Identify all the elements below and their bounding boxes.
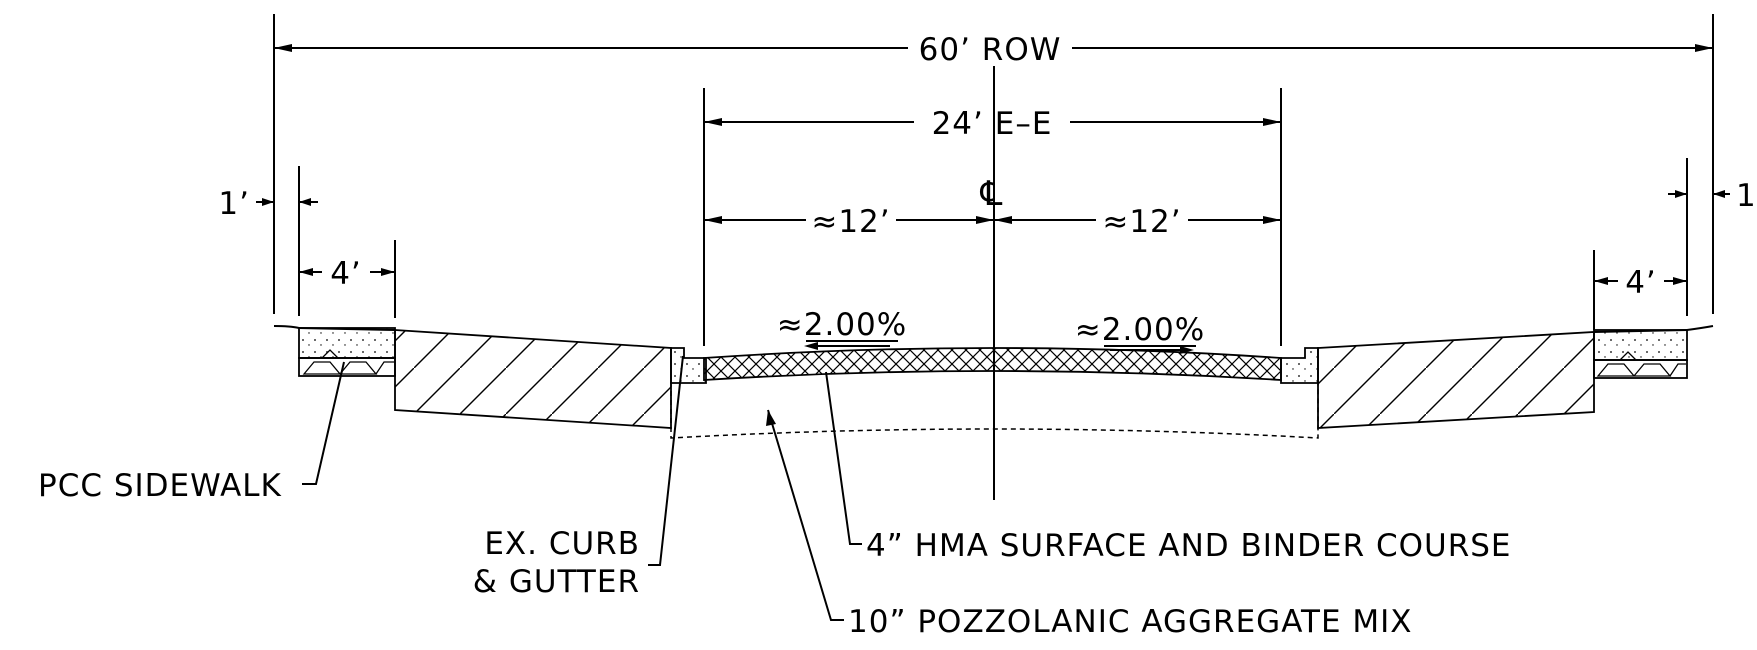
base-label: 10” POZZOLANIC AGGREGATE MIX: [848, 604, 1413, 640]
curb-label-line2: & GUTTER: [473, 564, 640, 600]
curb-label-line1: EX. CURB: [484, 526, 640, 562]
right-lane-dimension: ≈12’: [994, 204, 1281, 240]
right-slope-callout: ≈2.00%: [1075, 312, 1205, 354]
right-lane-label: ≈12’: [1102, 204, 1181, 240]
left-offset-label: 1’: [218, 186, 250, 222]
left-grading-wedge: [394, 329, 672, 429]
left-slope-callout: ≈2.00%: [777, 307, 907, 350]
curb-callout: EX. CURB & GUTTER: [473, 355, 684, 600]
right-sidewalk-label: 4’: [1625, 265, 1657, 301]
centerline-symbol: ℄: [980, 174, 1004, 214]
edge-to-edge-dimension: 24’ E–E: [704, 106, 1281, 142]
right-grading-wedge: [1317, 331, 1595, 429]
left-slope-label: ≈2.00%: [777, 307, 907, 343]
existing-ground-lines: [273, 325, 1714, 333]
edge-to-edge-label: 24’ E–E: [932, 106, 1053, 142]
sidewalk-label: PCC SIDEWALK: [38, 468, 282, 504]
left-offset-dimension: 1’: [218, 186, 318, 222]
right-sidewalk-dimension: 4’: [1594, 265, 1687, 301]
right-pcc-sidewalk: [1593, 329, 1688, 379]
centerline: ℄: [980, 66, 1004, 500]
base-callout: 10” POZZOLANIC AGGREGATE MIX: [766, 409, 1413, 640]
right-curb-gutter: [1280, 347, 1319, 384]
left-sidewalk-label: 4’: [330, 256, 362, 292]
row-label: 60’ ROW: [919, 32, 1062, 68]
extension-lines: [273, 14, 1714, 346]
row-dimension: 60’ ROW: [274, 32, 1713, 68]
surface-label: 4” HMA SURFACE AND BINDER COURSE: [866, 528, 1512, 564]
left-lane-label: ≈12’: [811, 204, 890, 240]
left-sidewalk-dimension: 4’: [299, 256, 395, 292]
left-curb-gutter: [670, 347, 707, 384]
right-slope-label: ≈2.00%: [1075, 312, 1205, 348]
left-lane-dimension: ≈12’: [704, 204, 994, 240]
right-offset-label: 1’: [1736, 178, 1757, 214]
left-pcc-sidewalk: [298, 327, 396, 377]
hma-surface-course: [703, 347, 1282, 381]
surface-callout: 4” HMA SURFACE AND BINDER COURSE: [825, 371, 1512, 564]
sidewalk-callout: PCC SIDEWALK: [38, 361, 345, 504]
right-offset-dimension: 1’: [1668, 178, 1757, 214]
aggregate-base-outline: [670, 382, 1319, 439]
